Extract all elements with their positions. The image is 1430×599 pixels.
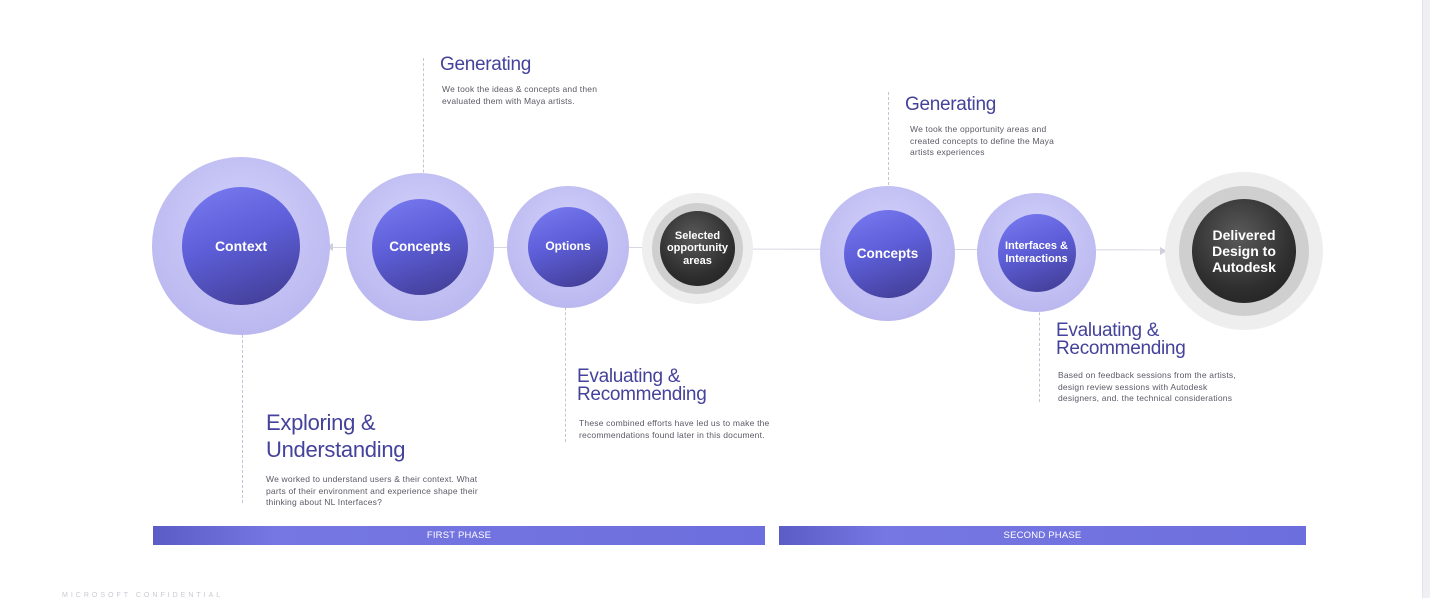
generating-2-title: Generating (905, 94, 997, 115)
node-interfaces-core: Interfaces & Interactions (997, 213, 1076, 292)
connector-exploring (242, 305, 243, 503)
node-concepts-2: Concepts (820, 186, 955, 321)
node-concepts-2-core: Concepts (843, 209, 932, 298)
node-selected-core: Selected opportunity areas (660, 211, 735, 286)
generating-1-text: We took the ideas & concepts and then ev… (442, 84, 598, 106)
node-context: Context (152, 157, 330, 335)
node-delivered-core: Delivered Design to Autodesk (1192, 199, 1296, 303)
second-phase-bar: SECOND PHASE (779, 526, 1306, 545)
exploring-title: Exploring & Understanding (266, 410, 406, 462)
node-concepts-2-label: Concepts (856, 245, 919, 261)
connector-evaluating-2 (1039, 292, 1040, 402)
node-concepts-1: Concepts (346, 173, 494, 321)
evaluating-1-text: These combined efforts have led us to ma… (579, 418, 770, 440)
flow-line-second (751, 248, 1167, 251)
first-phase-label: FIRST PHASE (426, 530, 492, 541)
node-options: Options (507, 186, 629, 308)
node-selected-mid: Selected opportunity areas (652, 203, 743, 294)
connector-generating-1 (423, 58, 424, 198)
node-options-label: Options (545, 239, 591, 254)
evaluating-2-title: Evaluating & Recommending (1056, 320, 1186, 359)
confidential-footer: MICROSOFT CONFIDENTIAL (62, 592, 224, 599)
evaluating-2-text: Based on feedback sessions from the arti… (1058, 370, 1236, 403)
node-interfaces: Interfaces & Interactions (977, 193, 1096, 312)
node-selected: Selected opportunity areas (642, 193, 753, 304)
first-phase-bar: FIRST PHASE (153, 526, 765, 545)
evaluating-1-title: Evaluating & Recommending (577, 366, 707, 405)
node-selected-label: Selected opportunity areas (666, 229, 729, 267)
node-interfaces-label: Interfaces & Interactions (1005, 239, 1068, 265)
node-context-core: Context (182, 187, 300, 305)
node-concepts-1-core: Concepts (372, 199, 468, 295)
node-delivered-mid: Delivered Design to Autodesk (1179, 186, 1309, 316)
flow-arrow-right-icon (1160, 247, 1167, 255)
connector-evaluating-1 (565, 287, 566, 442)
exploring-text: We worked to understand users & their co… (266, 474, 478, 507)
connector-generating-2 (888, 92, 889, 210)
node-concepts-1-label: Concepts (389, 239, 451, 255)
second-phase-label: SECOND PHASE (1003, 530, 1082, 541)
node-options-core: Options (528, 207, 608, 287)
node-delivered-label: Delivered Design to Autodesk (1212, 226, 1276, 276)
generating-1-title: Generating (440, 54, 532, 75)
slide-edge (1422, 0, 1430, 598)
generating-2-text: We took the opportunity areas and create… (910, 124, 1055, 157)
node-context-label: Context (214, 237, 268, 254)
node-delivered: Delivered Design to Autodesk (1165, 172, 1323, 330)
